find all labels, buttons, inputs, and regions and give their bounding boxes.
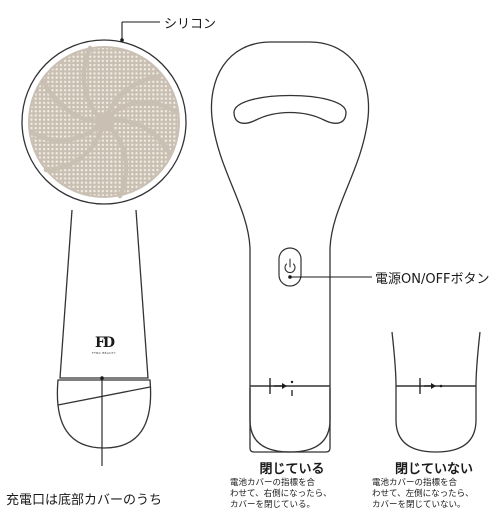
silicone-pad xyxy=(28,45,180,199)
device-partial-view xyxy=(391,331,481,453)
closed-state-note: 電池カバーの指標を合 わせて、右側になったら、 カバーを閉じている。 xyxy=(230,478,332,510)
brand-logo-mark: FD xyxy=(94,335,115,351)
open-state-note: 電池カバーの指標を合 わせて、左側になったら、 カバーを閉じていない。 xyxy=(372,478,474,510)
power-button[interactable] xyxy=(278,247,302,287)
power-button-label: 電源ON/OFFボタン xyxy=(375,272,490,287)
brand-logo: FD FTNC BEAUTY xyxy=(86,335,122,356)
charging-port-label: 充電口は底部カバーのうち xyxy=(6,493,163,508)
brand-logo-text: FTNC BEAUTY xyxy=(92,351,116,355)
power-icon xyxy=(284,258,296,274)
alignment-marker-closed xyxy=(269,378,294,396)
device-back-view xyxy=(210,41,370,453)
closed-state-title: 閉じている xyxy=(259,462,325,477)
bottom-cover xyxy=(56,379,152,449)
silicone-label: シリコン xyxy=(164,17,217,32)
callout-lines xyxy=(100,21,372,466)
alignment-marker-open xyxy=(419,378,443,394)
top-opening xyxy=(233,94,347,124)
open-state-title: 閉じていない xyxy=(394,462,473,477)
